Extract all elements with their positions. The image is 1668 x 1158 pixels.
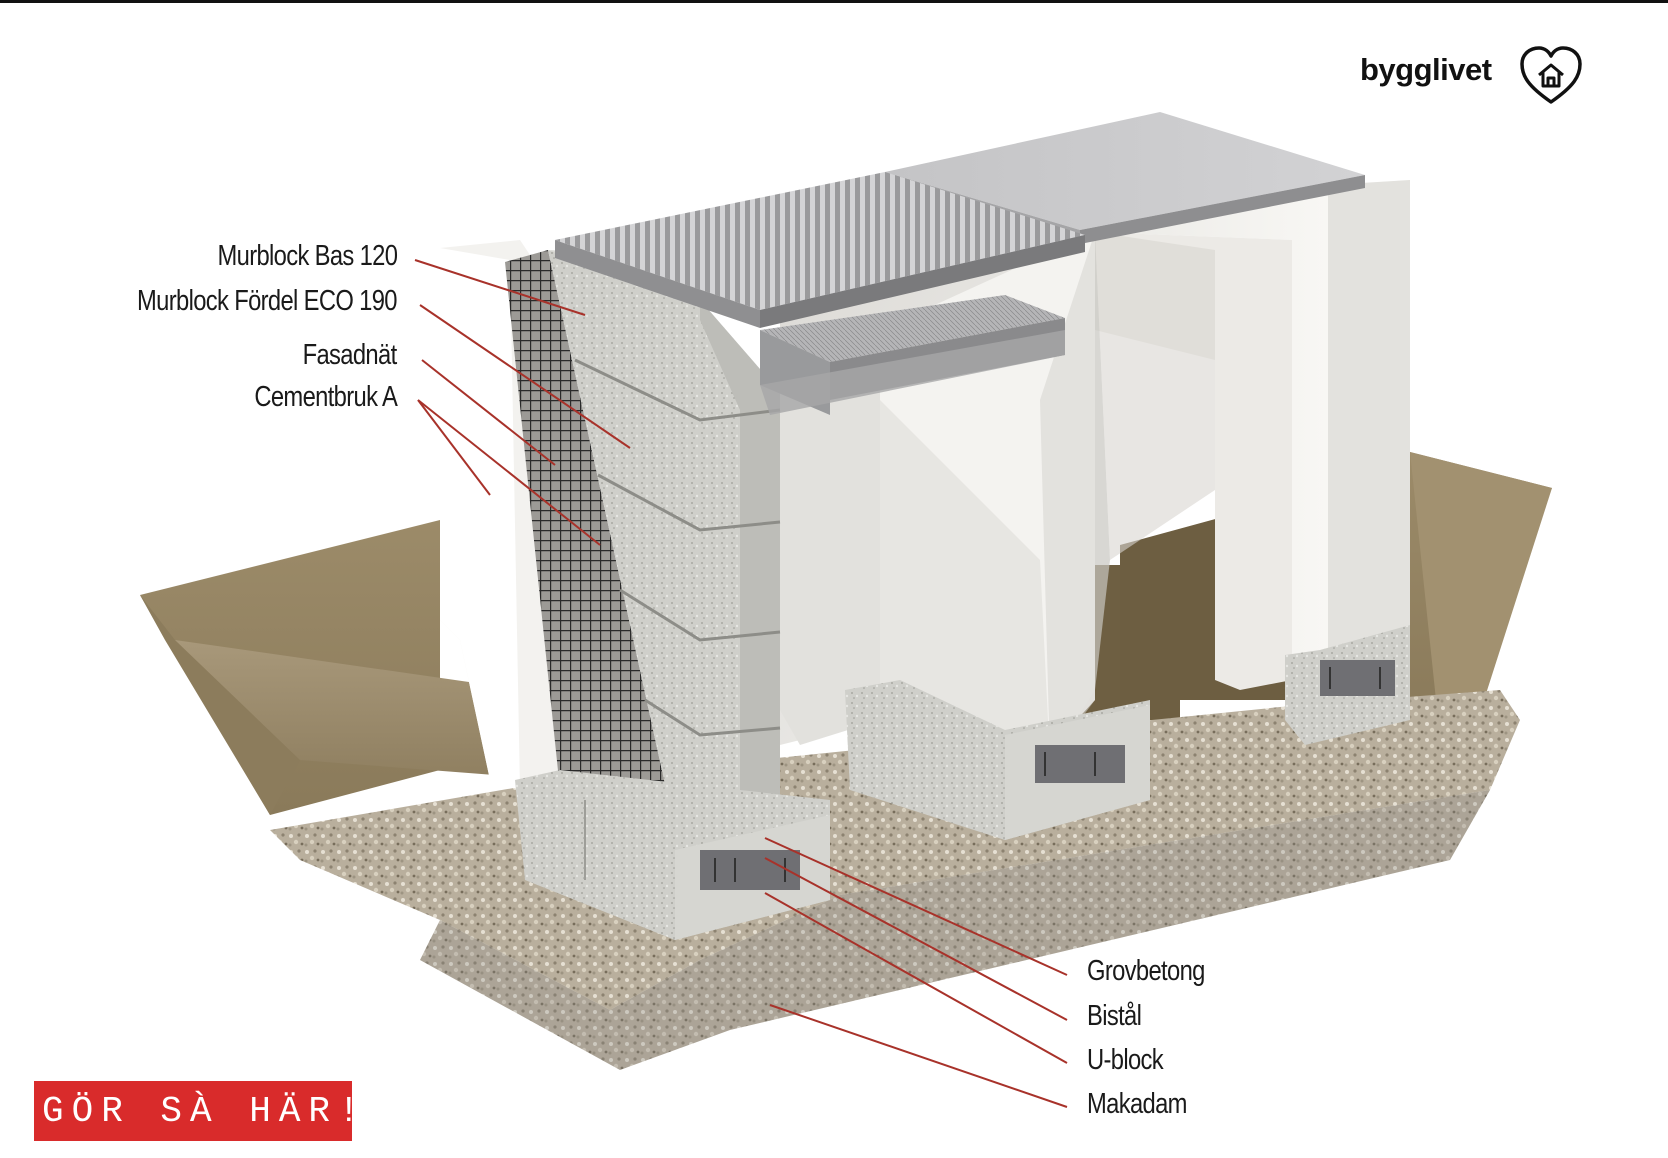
- right-pillar: [1095, 180, 1410, 690]
- label-cementbruk-a: Cementbruk A: [254, 381, 397, 413]
- leader-lines: [414, 259, 1068, 1108]
- badge-text: GÖR SÀ HÄR!: [42, 1091, 368, 1132]
- soil: [140, 452, 1552, 815]
- label-fasadnat: Fasadnät: [303, 339, 398, 371]
- label-makadam: Makadam: [1087, 1088, 1187, 1120]
- charcoal-tray: [760, 295, 1065, 415]
- how-to-badge: GÖR SÀ HÄR!: [34, 1081, 360, 1141]
- makadam-layer: [270, 690, 1520, 1070]
- label-u-block: U-block: [1087, 1044, 1164, 1076]
- fasadnat-mesh: [505, 250, 675, 835]
- heart-house-icon: [1520, 46, 1582, 104]
- middle-u-block: [845, 680, 1150, 840]
- label-bistal: Bistål: [1087, 1000, 1142, 1032]
- grill-grate: [555, 172, 1085, 328]
- label-murblock-fordel-eco-190: Murblock Fördel ECO 190: [137, 285, 397, 317]
- label-grovbetong: Grovbetong: [1087, 955, 1205, 987]
- center-pillar: [780, 232, 1095, 760]
- right-u-block: [1285, 625, 1410, 745]
- top-border: [0, 0, 1668, 3]
- brand-name: bygglivet: [1360, 52, 1492, 87]
- label-murblock-bas-120: Murblock Bas 120: [217, 240, 398, 272]
